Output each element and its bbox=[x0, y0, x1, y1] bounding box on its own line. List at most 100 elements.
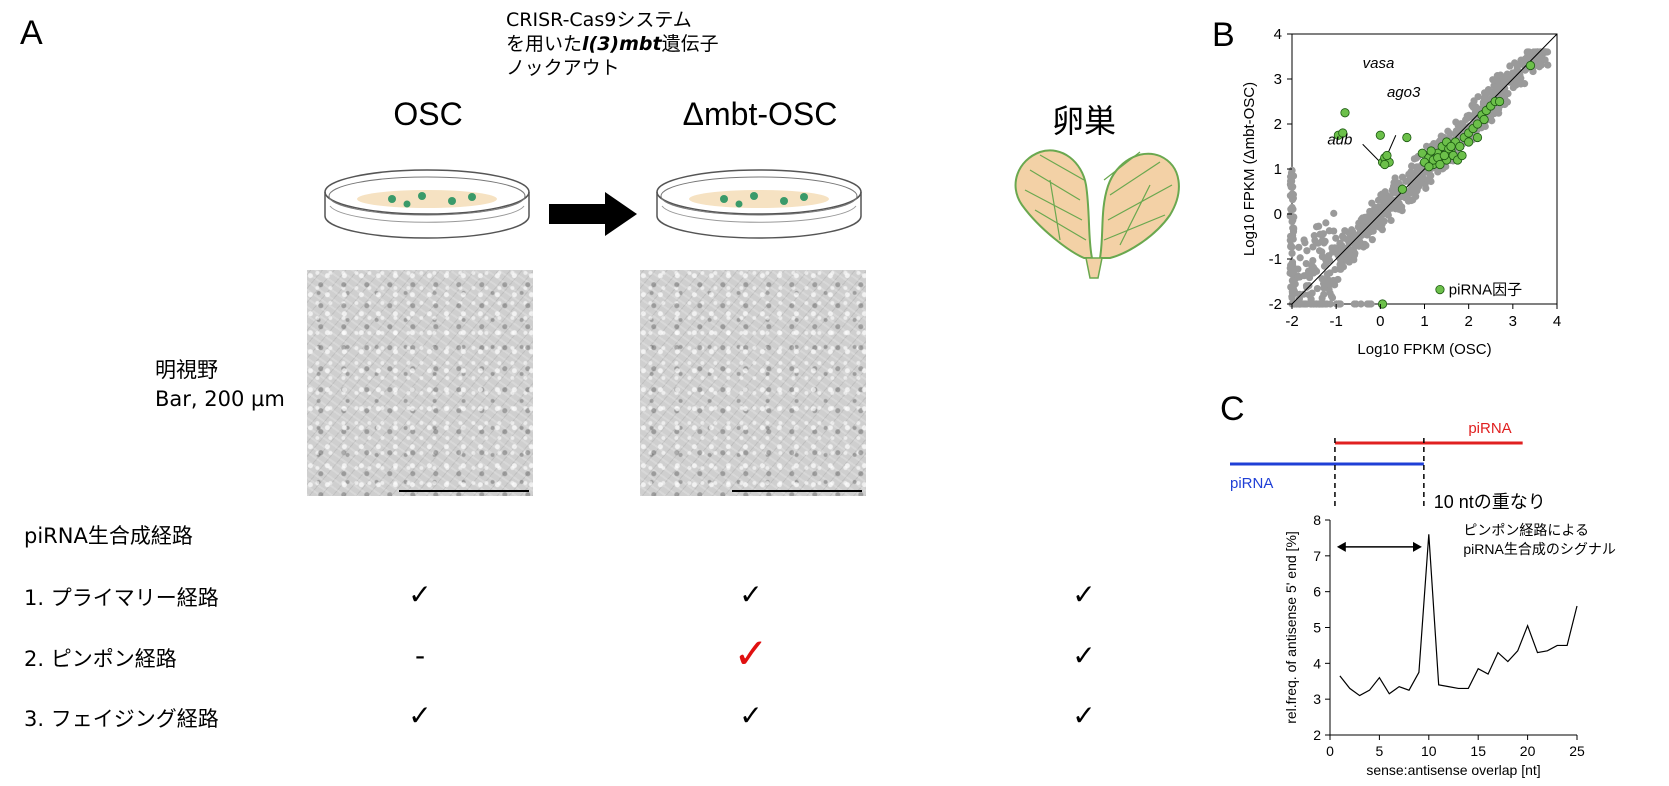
pirna-factor-point bbox=[1494, 96, 1505, 107]
gene-point bbox=[1296, 254, 1304, 262]
scale-bar bbox=[732, 490, 862, 492]
gene-point bbox=[1320, 284, 1328, 292]
gene-point bbox=[1409, 187, 1417, 195]
gene-point bbox=[1309, 243, 1317, 251]
gene-point bbox=[1365, 228, 1373, 236]
gene-point bbox=[1288, 166, 1296, 174]
gene-point bbox=[1296, 273, 1304, 281]
gene-point bbox=[1508, 69, 1517, 77]
pirna-factor-point bbox=[1397, 184, 1408, 194]
gene-point bbox=[1287, 261, 1295, 269]
pirna-factor-point bbox=[1472, 119, 1483, 129]
x-tick-label: -1 bbox=[1329, 313, 1342, 330]
gene-point bbox=[1395, 199, 1403, 208]
gene-point bbox=[1457, 120, 1465, 128]
gene-point bbox=[1391, 174, 1399, 182]
gene-point bbox=[1332, 234, 1340, 242]
scale-bar bbox=[399, 490, 529, 492]
y-tick-label: 2 bbox=[1313, 727, 1321, 743]
pirna-factor-point bbox=[1479, 114, 1489, 125]
overlap-annotation: 10 ntの重なり bbox=[1434, 492, 1546, 512]
legend-swatch bbox=[1435, 284, 1445, 295]
note-text: 遺伝子 bbox=[661, 33, 719, 55]
gene-point bbox=[1502, 89, 1510, 97]
arrow-head-left-icon bbox=[1336, 541, 1346, 552]
x-tick-label: -2 bbox=[1285, 313, 1298, 330]
gene-point bbox=[1286, 232, 1295, 240]
check-mark-icon: ✓ bbox=[1072, 699, 1096, 732]
gene-point bbox=[1320, 290, 1328, 298]
gene-point bbox=[1484, 86, 1493, 94]
pirna-factor-point bbox=[1380, 159, 1390, 170]
gene-point bbox=[1287, 205, 1295, 213]
x-tick-label: 20 bbox=[1520, 743, 1536, 759]
gene-point bbox=[1409, 196, 1417, 204]
gene-point bbox=[1408, 162, 1416, 170]
panel-letter-c: C bbox=[1220, 390, 1245, 428]
x-tick-label: 5 bbox=[1376, 743, 1384, 759]
pirna-factor-point bbox=[1417, 148, 1427, 158]
pirna-factor-point bbox=[1377, 299, 1388, 309]
y-tick-label: 4 bbox=[1313, 655, 1321, 671]
gene-point bbox=[1400, 193, 1409, 201]
petri-dish-osc bbox=[324, 169, 530, 239]
gene-point bbox=[1387, 216, 1395, 225]
gene-point bbox=[1430, 139, 1438, 148]
gene-point bbox=[1493, 72, 1501, 80]
brightfield-label: 明視野 Bar, 200 µm bbox=[155, 356, 285, 414]
check-mark-icon: ✓ bbox=[1072, 639, 1096, 672]
gene-point bbox=[1391, 182, 1399, 190]
gene-point bbox=[1536, 54, 1544, 62]
brightfield-image-osc bbox=[307, 270, 533, 496]
gene-point bbox=[1290, 225, 1298, 233]
y-tick-label: 8 bbox=[1313, 512, 1321, 528]
x-tick-label: 0 bbox=[1326, 743, 1334, 759]
x-tick-label: 0 bbox=[1376, 313, 1384, 330]
y-tick-label: 2 bbox=[1274, 116, 1282, 133]
panel-letter-a: A bbox=[20, 14, 43, 52]
gene-point bbox=[1303, 283, 1311, 291]
y-tick-label: 3 bbox=[1313, 691, 1321, 707]
x-axis-label: sense:antisense overlap [nt] bbox=[1366, 762, 1540, 778]
gene-point bbox=[1386, 193, 1394, 201]
gene-point bbox=[1321, 300, 1330, 308]
y-axis-label: rel.freq. of antisense 5' end [%] bbox=[1283, 531, 1299, 724]
y-tick-label: 3 bbox=[1274, 71, 1282, 88]
gene-point bbox=[1375, 218, 1383, 226]
gene-point bbox=[1520, 80, 1529, 88]
x-axis-label: Log10 FPKM (OSC) bbox=[1357, 341, 1491, 358]
gene-point bbox=[1398, 173, 1407, 181]
gene-point bbox=[1470, 97, 1478, 105]
brightfield-image-mbt-osc bbox=[640, 270, 866, 496]
pirna-top-label: piRNA bbox=[1468, 420, 1511, 437]
x-tick-label: 15 bbox=[1470, 743, 1486, 759]
check-mark-icon: ✓ bbox=[739, 699, 763, 732]
note-text: を用いた bbox=[506, 33, 583, 55]
pirna-factor-point bbox=[1340, 108, 1350, 118]
pirna-bottom-label: piRNA bbox=[1230, 475, 1273, 492]
pirna-factor-point bbox=[1455, 141, 1465, 152]
gene-point bbox=[1335, 250, 1344, 258]
gene-point bbox=[1288, 293, 1296, 301]
gene-point bbox=[1326, 269, 1334, 277]
gene-point bbox=[1330, 209, 1338, 217]
panel-letter-b: B bbox=[1212, 16, 1235, 54]
arrow-head-right-icon bbox=[1412, 541, 1422, 552]
gene-point bbox=[1357, 222, 1366, 230]
pirna-factor-point bbox=[1457, 150, 1467, 161]
y-tick-label: 4 bbox=[1274, 26, 1282, 43]
gene-point bbox=[1384, 209, 1392, 217]
check-mark-icon: ✓ bbox=[739, 578, 763, 611]
gene-point bbox=[1422, 184, 1430, 192]
gene-point bbox=[1315, 222, 1323, 230]
annotation-leader bbox=[1362, 143, 1381, 163]
column-title-ovary: 卵巣 bbox=[1051, 103, 1116, 139]
column-title-mbt-osc: Δmbt-OSC bbox=[682, 96, 838, 132]
gene-point bbox=[1378, 190, 1386, 198]
gene-point bbox=[1307, 300, 1315, 308]
knockout-note-line1: CRISR-Cas9システム bbox=[506, 9, 692, 31]
check-mark-icon: ✓ bbox=[1072, 578, 1096, 611]
gene-point bbox=[1356, 241, 1364, 250]
